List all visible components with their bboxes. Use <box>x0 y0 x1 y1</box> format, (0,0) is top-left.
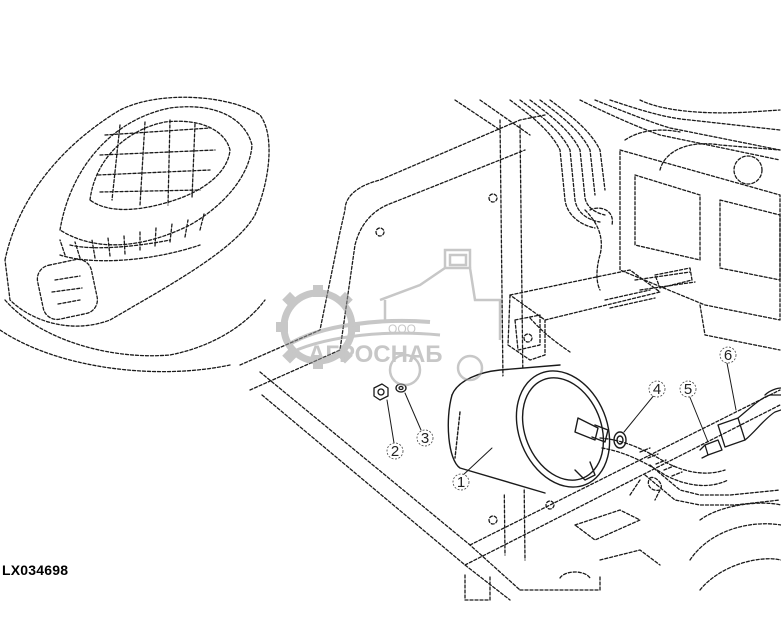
frame-structure <box>239 99 781 601</box>
callout-3: 3 <box>416 429 434 447</box>
figure-reference-code: LX034698 <box>2 562 69 578</box>
callout-numbers: 1 2 3 4 5 6 <box>386 346 737 491</box>
engine-block <box>619 99 781 351</box>
hose-clamp <box>613 431 627 449</box>
callout-leaders <box>386 362 737 477</box>
callout-2-label: 2 <box>391 443 399 460</box>
callout-5-label: 5 <box>684 381 692 398</box>
fuel-hose <box>599 437 781 506</box>
mounting-bracket <box>507 267 696 361</box>
callout-5: 5 <box>679 380 697 398</box>
nut-part <box>373 383 389 401</box>
callout-1: 1 <box>452 473 470 491</box>
callout-6: 6 <box>719 346 737 364</box>
lower-right-assembly <box>574 502 781 591</box>
callout-4: 4 <box>648 380 666 398</box>
callout-4-label: 4 <box>653 381 661 398</box>
seat-illustration <box>0 96 270 373</box>
fuel-lines-bundle <box>509 99 781 291</box>
callout-6-label: 6 <box>724 347 732 364</box>
watermark-company-name: АГРОСНАБ <box>308 341 443 368</box>
hose-fitting <box>699 439 723 459</box>
fuel-sensor <box>717 387 781 448</box>
callout-1-label: 1 <box>457 474 465 491</box>
callout-2: 2 <box>386 442 404 460</box>
watermark-logo: ООО АГРОСНАБ <box>276 248 502 387</box>
callout-3-label: 3 <box>421 430 429 447</box>
fuel-filter-canister <box>447 360 611 495</box>
harvester-icon <box>379 248 502 387</box>
watermark-prefix: ООО <box>388 322 416 336</box>
